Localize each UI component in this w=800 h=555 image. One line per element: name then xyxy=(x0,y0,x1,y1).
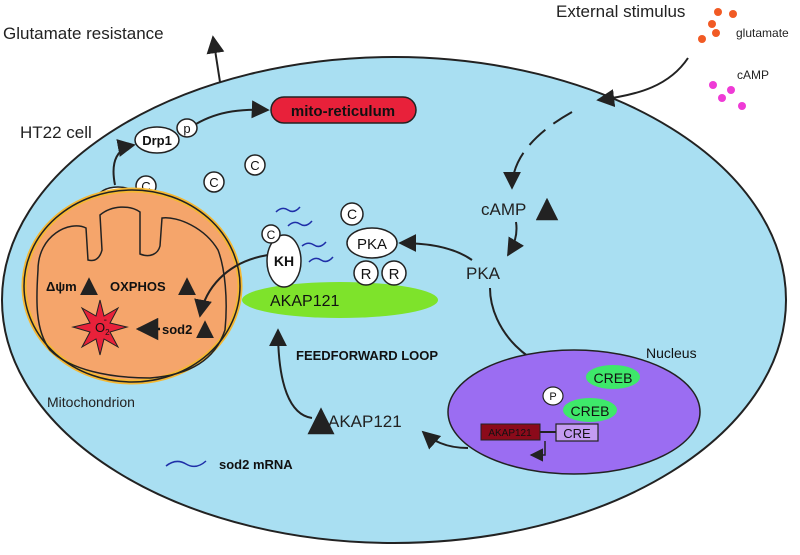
pka-c-subunit xyxy=(340,202,364,226)
glutamate-dot xyxy=(712,29,720,37)
creb-phosphate-label: P xyxy=(549,391,556,403)
creb-free-label: CREB xyxy=(594,370,633,386)
pka-label: PKA xyxy=(466,264,501,283)
sod2-mrna-squiggle xyxy=(308,256,334,263)
kh-domain xyxy=(266,234,302,288)
akap121-feedback-arrow xyxy=(269,328,313,419)
feedforward-loop-label: FEEDFORWARD LOOP xyxy=(296,348,438,363)
pka-node xyxy=(346,227,398,259)
mito-reticulum-box xyxy=(270,96,417,124)
akap121-upregulated-label: AKAP121 xyxy=(328,412,402,431)
glutamate-dots xyxy=(698,8,737,43)
creb-bound xyxy=(563,398,617,422)
akap121-anchor-label: AKAP121 xyxy=(270,293,339,310)
nucleus-to-akap121-arrow xyxy=(421,430,469,450)
glutamate-resistance-label: Glutamate resistance xyxy=(3,24,164,43)
camp-dot xyxy=(727,86,735,94)
free-c-subunit xyxy=(203,171,225,193)
sod2-mrna-squiggle xyxy=(301,241,327,248)
sod2-mrna-legend-label: sod2 mRNA xyxy=(219,457,293,472)
camp-dots xyxy=(709,81,746,110)
camp-legend-label: cAMP xyxy=(737,68,769,82)
cre-box xyxy=(555,423,599,442)
camp-to-pka-arrow xyxy=(507,221,525,257)
kh-c-label: C xyxy=(267,228,276,242)
pka-to-holoenzyme-arrow xyxy=(398,234,473,261)
glutamate-dot xyxy=(729,10,737,18)
camp-dot xyxy=(738,102,746,110)
akap121-gene-label: AKAP121 xyxy=(488,428,532,439)
drp1-to-phospho-arrow xyxy=(112,139,136,186)
delta-psi-m-label: Δψm xyxy=(46,279,77,294)
sod2-mrna-squiggle xyxy=(275,206,301,213)
camp-label: cAMP xyxy=(481,200,526,219)
kh-label: KH xyxy=(274,253,294,269)
glutamate-dot xyxy=(714,8,722,16)
drp1-phospho-label: Drp1 xyxy=(142,133,172,148)
oxphos-label: OXPHOS xyxy=(110,279,166,294)
pka-node-label: PKA xyxy=(357,236,387,253)
transcription-arrow xyxy=(529,441,546,462)
pka-r-subunit xyxy=(381,260,407,286)
external-stimulus-label: External stimulus xyxy=(556,2,685,21)
mito-reticulum-label: mito-reticulum xyxy=(291,103,395,120)
glutamate-resistance-arrow xyxy=(206,35,225,83)
cre-label: CRE xyxy=(563,426,591,441)
sod2-label: sod2 xyxy=(162,322,192,337)
glutamate-label: glutamate xyxy=(736,26,789,40)
creb-phosphate xyxy=(542,386,564,406)
phosphate-node xyxy=(176,118,198,138)
phospho-to-reticulum-arrow xyxy=(195,100,270,125)
superoxide-label: O2- xyxy=(95,315,110,337)
pka-r-subunit xyxy=(353,260,379,286)
stimulus-arrow xyxy=(596,57,689,108)
camp-dot xyxy=(709,81,717,89)
akap121-anchor xyxy=(242,282,438,318)
free-c-subunit xyxy=(244,154,266,176)
camp-dot xyxy=(718,94,726,102)
free-c-label: C xyxy=(209,175,218,190)
mitochondrion-cristae xyxy=(36,206,227,379)
glutamate-dot xyxy=(698,35,706,43)
mitochondrion-outline xyxy=(23,189,241,383)
free-c-label: C xyxy=(250,158,259,173)
drp1-c-label: C xyxy=(141,179,150,194)
ros-star xyxy=(71,299,129,356)
sod2-mrna-squiggle xyxy=(287,220,313,227)
stimulus-to-camp-arrow xyxy=(503,111,573,190)
drp1-phospho-node xyxy=(134,126,180,154)
creb-free xyxy=(586,365,640,389)
ht22-cell-label: HT22 cell xyxy=(20,123,92,142)
creb-bound-label: CREB xyxy=(571,403,610,419)
sod2-mrna-legend-squiggle xyxy=(165,460,207,468)
pka-r-label: R xyxy=(361,266,372,283)
kh-c-subunit xyxy=(261,224,281,244)
glutamate-dot xyxy=(708,20,716,28)
pka-r-label: R xyxy=(389,266,400,283)
nucleus-label: Nucleus xyxy=(646,345,697,361)
mitochondrion-label: Mitochondrion xyxy=(47,394,135,410)
pka-c-label: C xyxy=(347,206,357,222)
kh-to-sod2-arrow xyxy=(194,254,269,318)
phosphate-label: p xyxy=(183,121,190,136)
